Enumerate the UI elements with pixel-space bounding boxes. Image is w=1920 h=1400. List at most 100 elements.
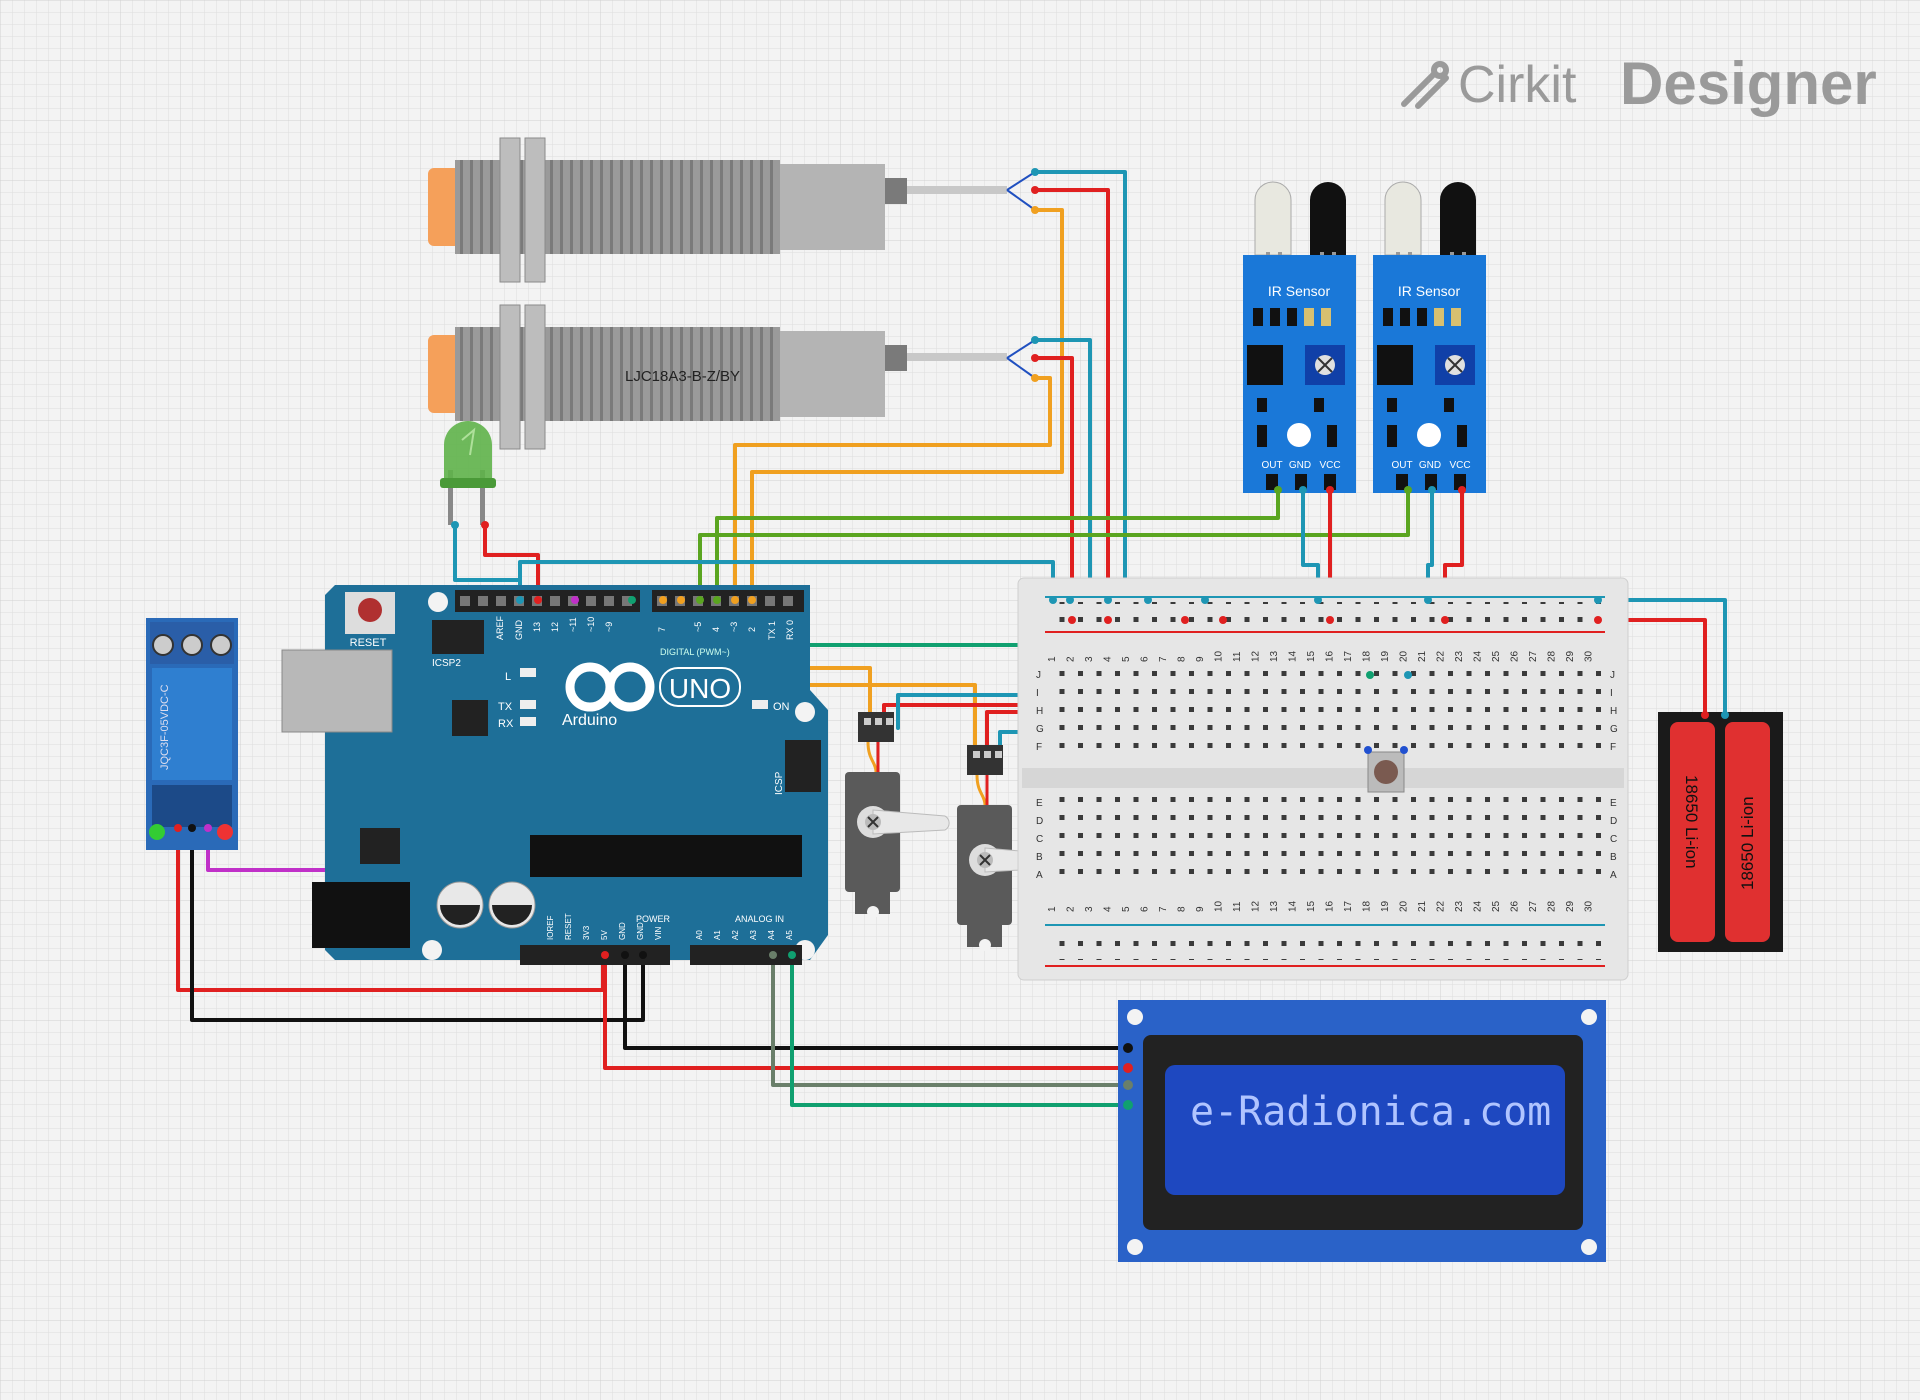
breadboard-row-letter: J — [1036, 670, 1041, 681]
pin-a2-label: A2 — [731, 930, 740, 940]
breadboard-column-number: 18 — [1362, 900, 1373, 912]
pin-vin-label: VIN — [654, 926, 663, 940]
breadboard-column-number: 27 — [1528, 650, 1539, 662]
breadboard-row-letter: B — [1036, 852, 1043, 863]
battery-holder[interactable]: 18650 Li-ion 18650 Li-ion — [1658, 711, 1783, 952]
breadboard-column-number: 25 — [1491, 900, 1502, 912]
pushbutton[interactable] — [1364, 746, 1408, 793]
breadboard-row-letter: H — [1036, 706, 1043, 717]
breadboard-column-number: 13 — [1269, 900, 1280, 912]
breadboard-column-number: 9 — [1195, 906, 1206, 912]
brand-word-designer: Designer — [1620, 50, 1877, 117]
servo-motor-1[interactable] — [845, 712, 950, 918]
wire-prox1-brown[interactable] — [1033, 188, 1110, 602]
wire-relay-gnd[interactable] — [190, 828, 645, 1022]
breadboard-column-number: 10 — [1214, 900, 1225, 912]
wire-lcd-sda[interactable] — [771, 953, 1130, 1087]
battery-cell-label: 18650 Li-ion — [1682, 775, 1701, 869]
breadboard-column-number: 12 — [1251, 900, 1262, 912]
cirkit-logo-icon — [1401, 61, 1449, 109]
relay-label: JQC3F-05VDC-C — [159, 684, 171, 770]
breadboard-column-number: 21 — [1417, 650, 1428, 662]
cirkit-designer-logo: Cirkit Designer — [1401, 50, 1877, 117]
pin-gnd2-label: GND — [636, 922, 645, 940]
lcd-16x2-display[interactable]: e-Radionica.com — [1118, 1000, 1606, 1262]
breadboard-column-number: 17 — [1343, 900, 1354, 912]
breadboard-column-number: 17 — [1343, 650, 1354, 662]
breadboard-row-letter: G — [1036, 724, 1044, 735]
breadboard-column-number: 28 — [1547, 900, 1558, 912]
reset-label: RESET — [350, 637, 387, 649]
breadboard-row-letter: G — [1610, 724, 1618, 735]
breadboard-column-number: 1 — [1047, 656, 1058, 662]
breadboard-row-letter: A — [1036, 870, 1043, 881]
proximity-sensor-2[interactable]: LJC18A3-B-Z/BY — [428, 304, 1039, 450]
breadboard-column-number: 15 — [1306, 900, 1317, 912]
ir-sensor-2[interactable]: IR Sensor OUT GND VCC — [1373, 181, 1486, 494]
wire-ir1-out[interactable] — [715, 486, 1280, 602]
breadboard-column-number: 21 — [1417, 900, 1428, 912]
breadboard-column-number: 22 — [1436, 650, 1447, 662]
ir-sensor-title: IR Sensor — [1398, 283, 1461, 299]
arduino-logo-icon — [565, 662, 655, 712]
breadboard-column-number: 27 — [1528, 900, 1539, 912]
relay-module[interactable]: JQC3F-05VDC-C — [146, 618, 238, 850]
icsp-label: ICSP — [774, 771, 785, 795]
pin-9-label: ~9 — [604, 622, 614, 632]
arduino-model: UNO — [669, 673, 731, 704]
breadboard-column-number: 25 — [1491, 650, 1502, 662]
breadboard-row-letter: E — [1610, 798, 1617, 809]
pin-a1-label: A1 — [713, 930, 722, 940]
breadboard-column-number: 19 — [1380, 650, 1391, 662]
pin-a4-label: A4 — [767, 930, 776, 940]
battery-cell-label: 18650 Li-ion — [1738, 796, 1757, 890]
breadboard-column-number: 24 — [1473, 900, 1484, 912]
ir-pin-vcc: VCC — [1319, 460, 1340, 471]
breadboard-column-number: 23 — [1454, 900, 1465, 912]
breadboard-row-letter: I — [1610, 688, 1613, 699]
breadboard-column-number: 15 — [1306, 650, 1317, 662]
breadboard-column-number: 29 — [1565, 900, 1576, 912]
breadboard-row-letter: D — [1610, 816, 1617, 827]
pin-11-label: ~11 — [568, 617, 578, 632]
green-led[interactable] — [440, 421, 496, 529]
breadboard-column-number: 8 — [1177, 656, 1188, 662]
wire-lcd-scl[interactable] — [790, 953, 1130, 1107]
ir-sensor-title: IR Sensor — [1268, 283, 1331, 299]
arduino-uno[interactable]: RESET ICSP2 AREF GND 13 12 ~11 ~10 ~9 7 … — [281, 585, 828, 965]
pin-rx-label: RX 0 — [785, 620, 795, 640]
breadboard-row-letter: C — [1610, 834, 1617, 845]
breadboard-column-number: 30 — [1584, 900, 1595, 912]
proximity-sensor-1[interactable] — [428, 137, 1039, 283]
breadboard-column-number: 1 — [1047, 906, 1058, 912]
wire-ir2-out[interactable] — [698, 486, 1410, 602]
pin-10-label: ~10 — [586, 617, 596, 632]
wire-lcd-vcc[interactable] — [603, 953, 1130, 1070]
power-label: POWER — [636, 914, 671, 924]
wire-battery-neg[interactable] — [1596, 598, 1727, 717]
lcd-screen-text: e-Radionica.com — [1190, 1089, 1551, 1135]
wire-lcd-gnd[interactable] — [623, 953, 1130, 1050]
digital-header-label: DIGITAL (PWM~) — [660, 647, 730, 657]
breadboard-column-number: 11 — [1232, 901, 1243, 912]
breadboard-column-number: 6 — [1140, 656, 1151, 662]
wire-prox2-black[interactable] — [733, 376, 1052, 602]
breadboard-column-number: 12 — [1251, 650, 1262, 662]
breadboard-column-number: 24 — [1473, 650, 1484, 662]
ir-sensor-1[interactable]: IR Sensor OUT GND VCC — [1243, 181, 1356, 494]
pin-reset-label: RESET — [564, 913, 573, 940]
pin-a0-label: A0 — [695, 930, 704, 940]
wire-battery-pos[interactable] — [1596, 618, 1707, 717]
pin-4-label: 4 — [711, 627, 721, 632]
breadboard-column-number: 4 — [1103, 906, 1114, 912]
pin-a5-label: A5 — [785, 930, 794, 940]
l-led-label: L — [505, 671, 511, 683]
breadboard-column-number: 29 — [1565, 650, 1576, 662]
breadboard-column-number: 7 — [1158, 906, 1169, 912]
arduino-brand: Arduino — [562, 712, 617, 729]
wire-prox1-black[interactable] — [750, 208, 1064, 602]
wire-led-anode[interactable] — [483, 523, 540, 602]
